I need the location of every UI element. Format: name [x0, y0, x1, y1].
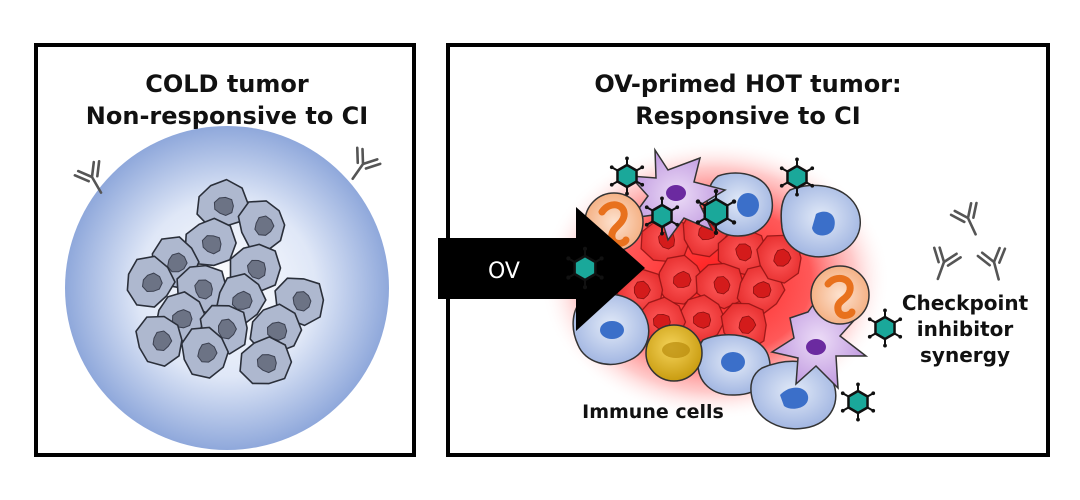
- antibody-icon: [351, 146, 382, 181]
- macrophage-cell: [780, 184, 861, 258]
- tumor-cell: [180, 326, 230, 379]
- virus-icon: [695, 188, 737, 236]
- virus-icon: [566, 246, 604, 290]
- antibody-icon: [73, 160, 103, 194]
- right-title-line2: Responsive to CI: [635, 102, 860, 130]
- checkpoint-label-line3: synergy: [920, 343, 1010, 367]
- checkpoint-label-line2: inhibitor: [917, 317, 1014, 341]
- virus-icon: [840, 382, 876, 422]
- neutrophil-cell: [810, 265, 870, 325]
- tumor-cell: [237, 200, 286, 252]
- immune-cells-label: Immune cells: [582, 401, 724, 423]
- virus-icon: [779, 157, 815, 197]
- tumor-cell: [184, 217, 237, 267]
- ov-arrow: [438, 207, 645, 331]
- antibody-icon: [932, 246, 962, 281]
- virus-icon: [566, 246, 604, 290]
- virus-icon: [867, 308, 903, 348]
- virus-particles: [609, 156, 903, 422]
- tumor-cell: [756, 234, 802, 284]
- tumor-cell: [135, 315, 183, 367]
- virus-icon: [609, 156, 645, 196]
- tumor-cell: [126, 255, 176, 308]
- checkpoint-label-line1: Checkpoint: [902, 291, 1029, 315]
- cold-tumor-cell-cluster: [126, 178, 325, 385]
- tumor-cell: [239, 336, 293, 385]
- antibody-icon: [949, 201, 978, 236]
- virus-icon: [644, 196, 680, 236]
- right-title-line1: OV-primed HOT tumor:: [594, 70, 901, 98]
- lymphocyte-cell: [645, 324, 703, 382]
- antibody-icon: [976, 246, 1007, 281]
- tumor-cell: [196, 178, 250, 228]
- left-title-line1: COLD tumor: [145, 70, 309, 98]
- ov-arrow-label: OV: [488, 259, 520, 284]
- left-title-line2: Non-responsive to CI: [86, 102, 368, 130]
